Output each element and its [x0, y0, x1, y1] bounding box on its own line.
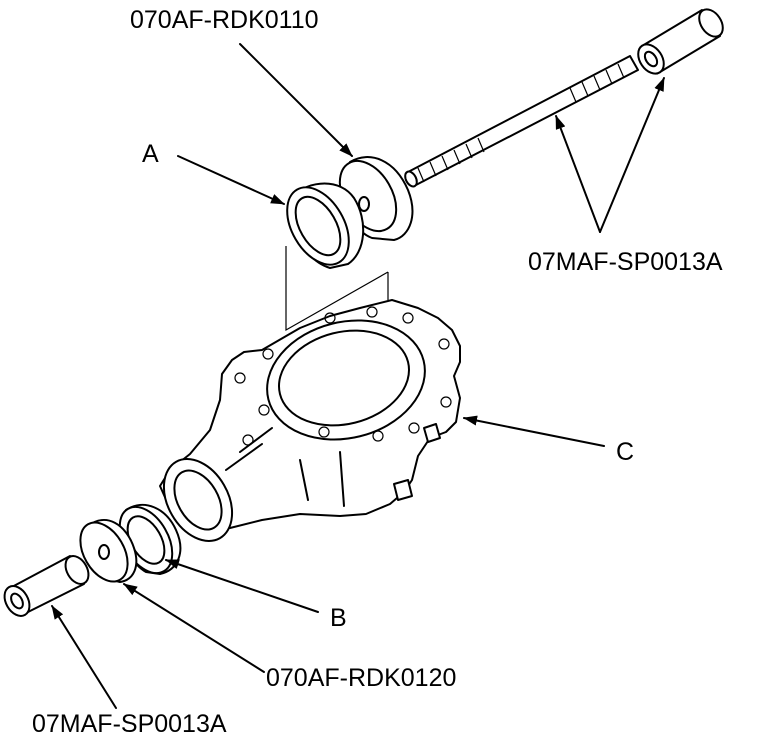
installer-attachment-bottom: [79, 519, 138, 583]
label-driver-right: 07MAF-SP0013A: [528, 248, 723, 276]
label-part-a: A: [142, 140, 159, 168]
label-part-b: B: [330, 604, 347, 632]
leader-lines: [51, 43, 665, 709]
differential-housing: [159, 299, 461, 542]
left-spacer-tube: [3, 555, 90, 617]
label-tool-top: 070AF-RDK0110: [130, 6, 319, 34]
label-part-c: C: [616, 438, 635, 466]
bearing-a: [286, 182, 365, 269]
label-tool-bottom: 070AF-RDK0120: [266, 664, 457, 692]
label-driver-left: 07MAF-SP0013A: [32, 710, 227, 738]
threaded-rod: [404, 55, 639, 188]
right-spacer-tube: [637, 8, 724, 75]
